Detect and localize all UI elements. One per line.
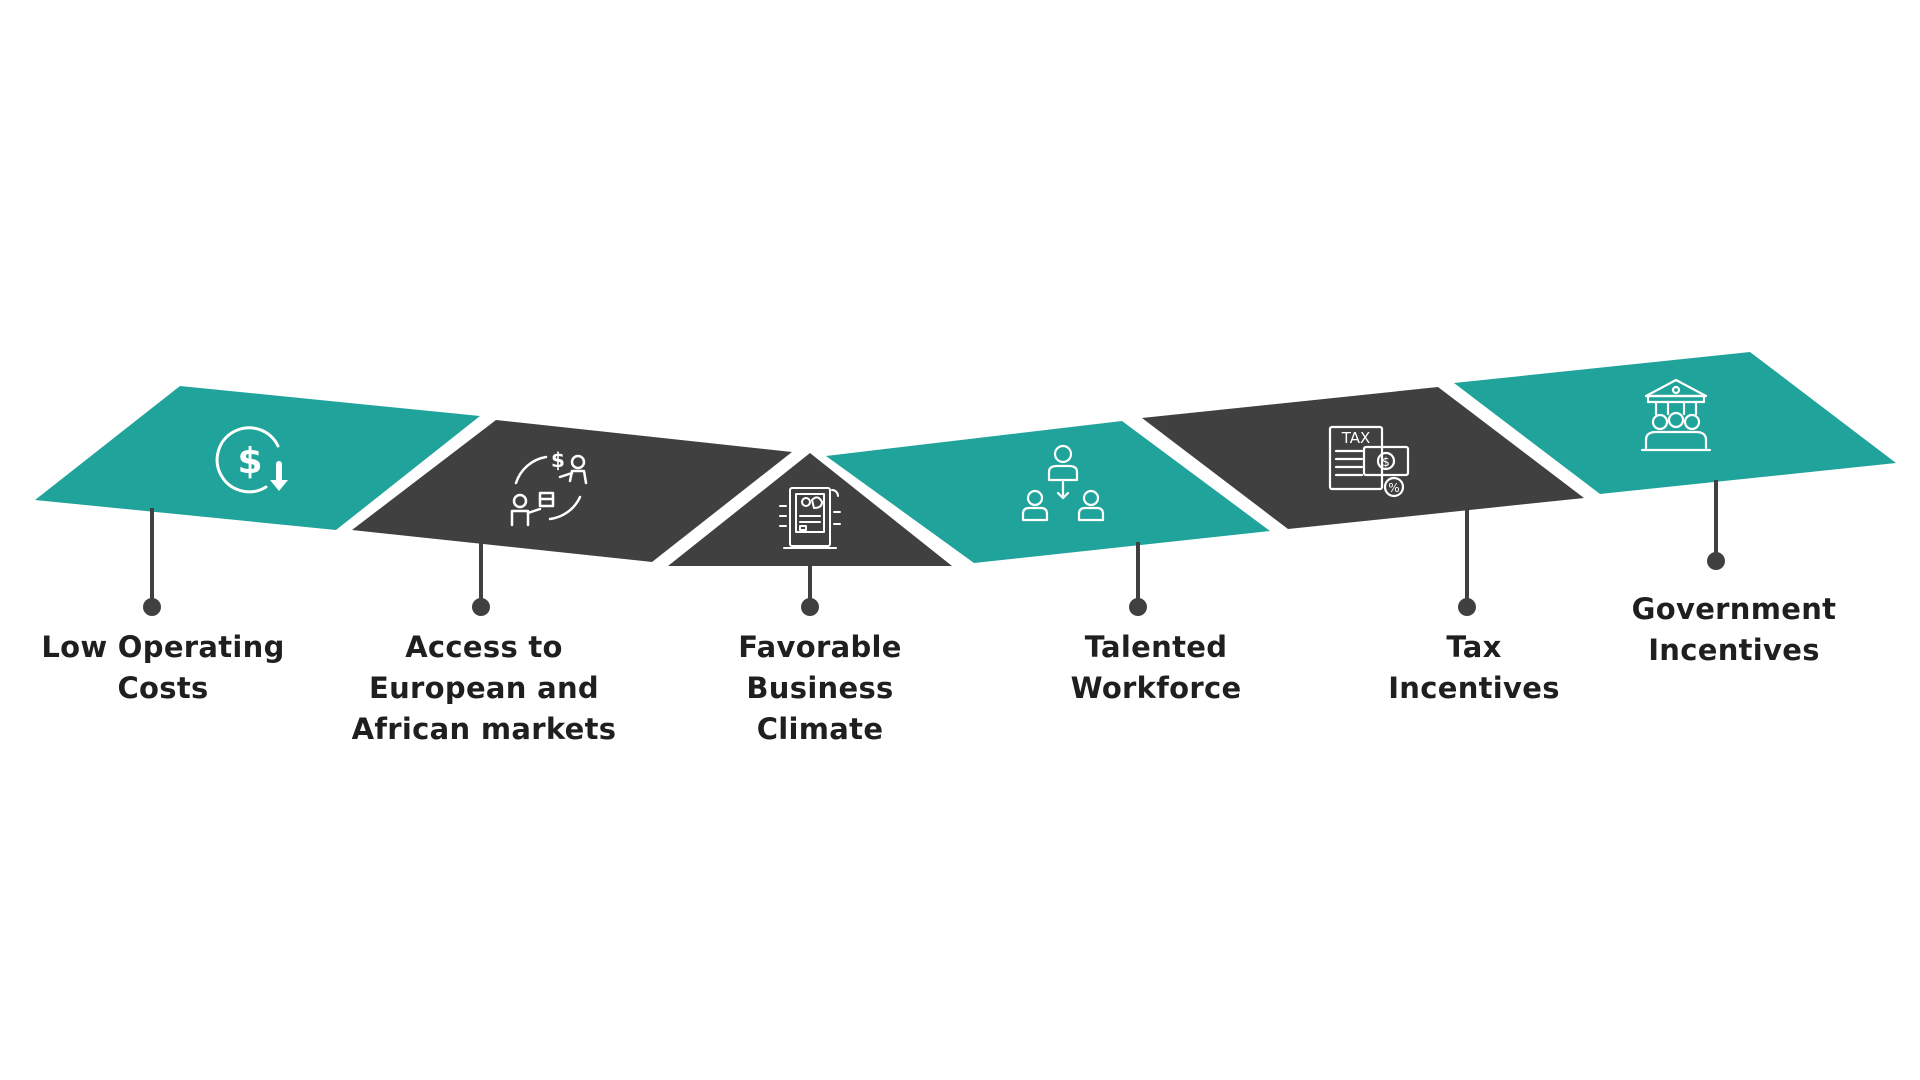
svg-text:$: $ [1382,455,1390,469]
label-low-operating-costs: Low Operating Costs [41,630,285,705]
government-building-icon [1640,378,1712,452]
label-market-access: Access to European and African markets [351,630,617,746]
svg-text:%: % [1388,481,1399,495]
segment-low-operating-costs [35,386,480,530]
business-dashboard-icon [779,487,841,549]
connector-dot [1129,598,1147,616]
market-exchange-icon: $ [510,448,588,527]
connector-dot [1707,552,1725,570]
label-tax-incentives: Tax Incentives [1388,630,1560,705]
segment-talented-workforce [826,421,1270,563]
team-hierarchy-icon [1021,444,1105,522]
svg-text:$: $ [237,441,262,482]
svg-text:TAX: TAX [1341,429,1371,447]
label-talented-workforce: Talented Workforce [1070,630,1242,705]
segment-business-climate [668,453,952,566]
tax-document-icon: TAX $ % [1328,425,1410,498]
connector-dot [472,598,490,616]
segment-government-incentives [1454,352,1896,494]
dollar-cost-icon: $ [215,426,288,494]
svg-text:$: $ [551,448,565,472]
connector-dot [801,598,819,616]
connector-dot [1458,598,1476,616]
segment-market-access [352,420,792,562]
label-business-climate: Favorable Business Climate [738,630,902,746]
label-government-incentives: Government Incentives [1631,592,1837,667]
connector-dot [143,598,161,616]
